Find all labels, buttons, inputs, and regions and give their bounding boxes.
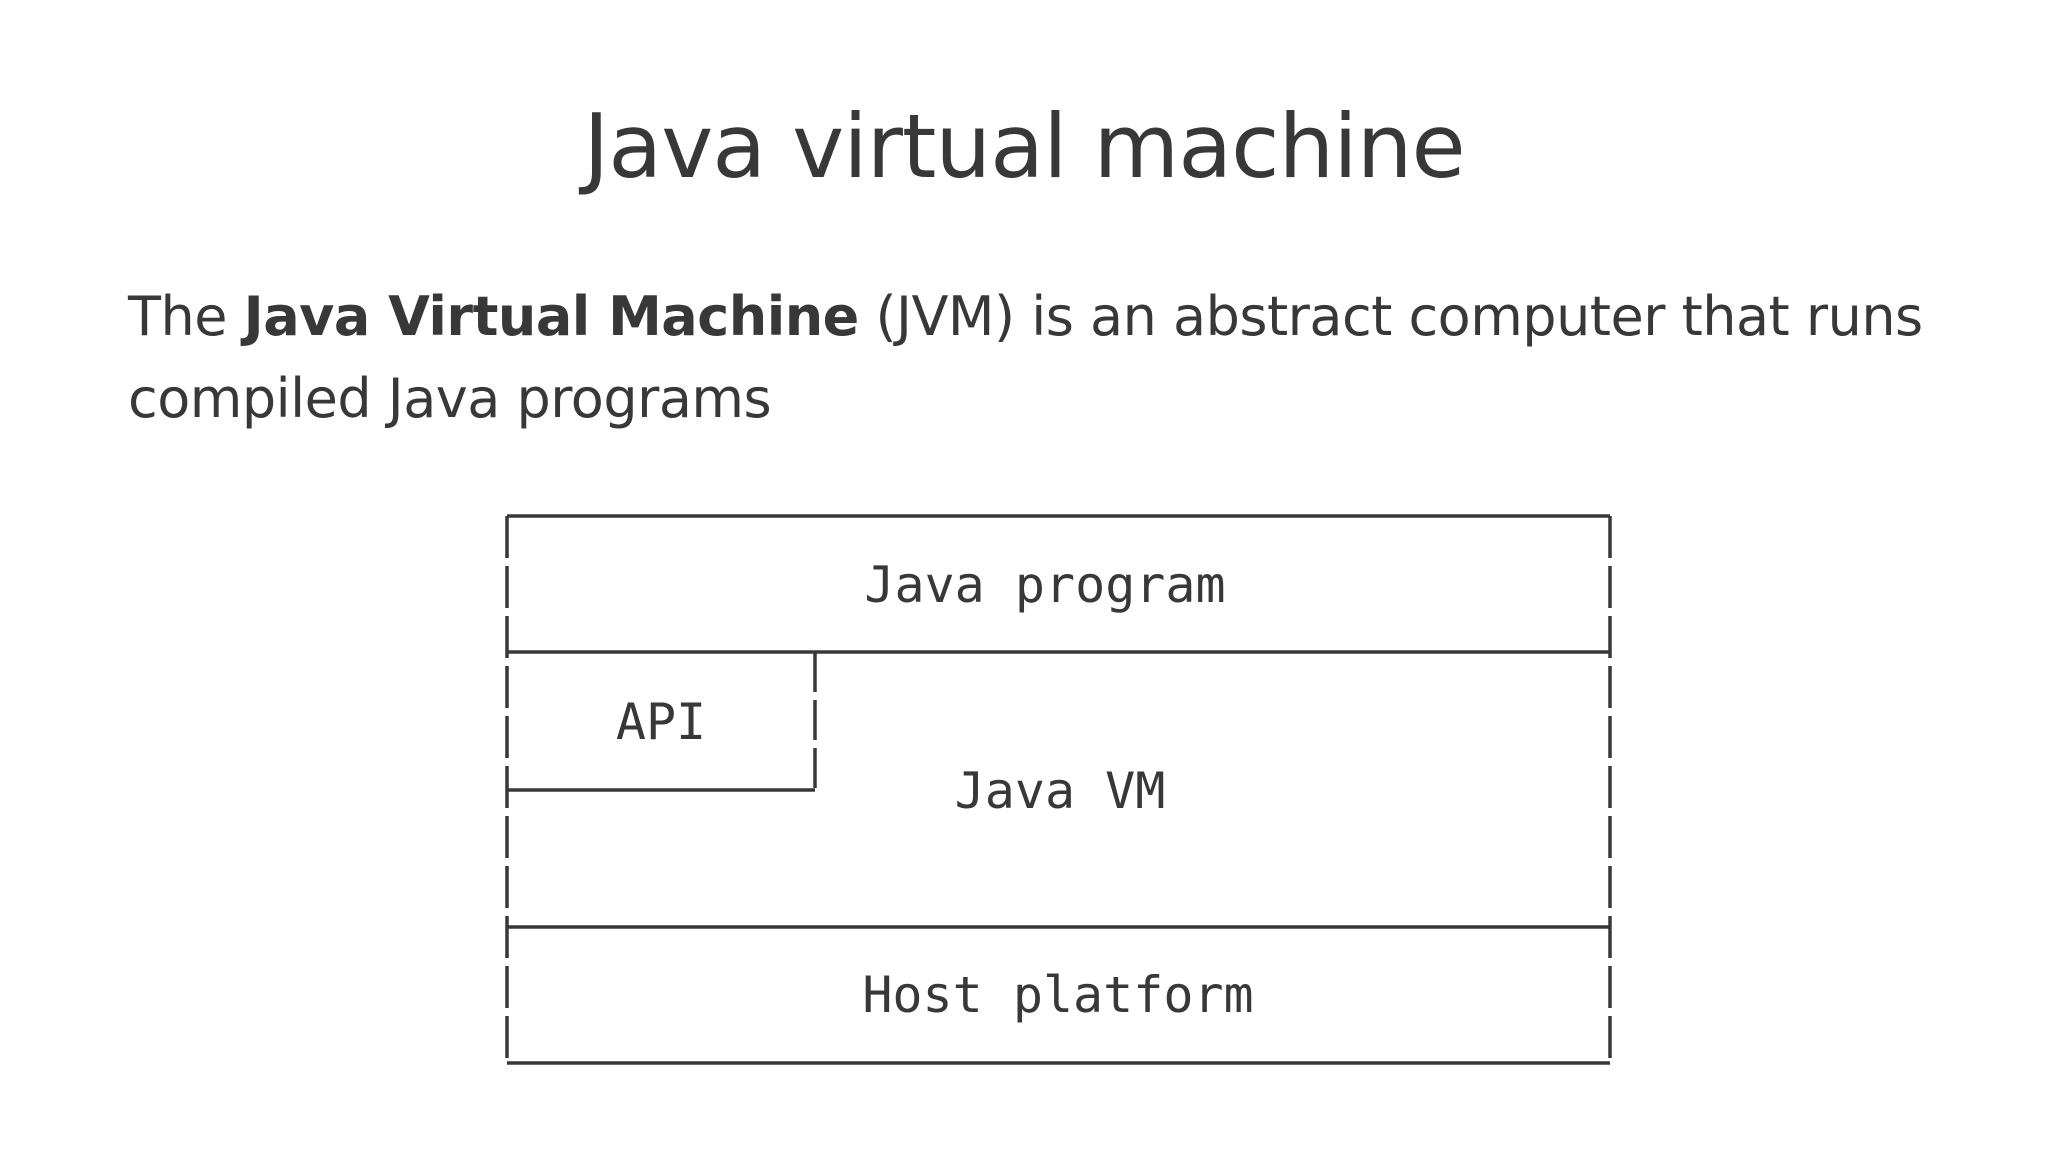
description-prefix: The: [128, 285, 244, 348]
description-bold-term: Java Virtual Machine: [243, 285, 860, 348]
description-suffix: (JVM) is an abstract computer that runs …: [128, 285, 1923, 430]
slide-description: The Java Virtual Machine (JVM) is an abs…: [128, 276, 1948, 440]
java-vm-label: Java VM: [955, 762, 1166, 820]
api-label: API: [616, 693, 706, 751]
slide-title: Java virtual machine: [583, 95, 1465, 198]
java-program-label: Java program: [864, 556, 1225, 614]
host-platform-label: Host platform: [862, 966, 1253, 1024]
